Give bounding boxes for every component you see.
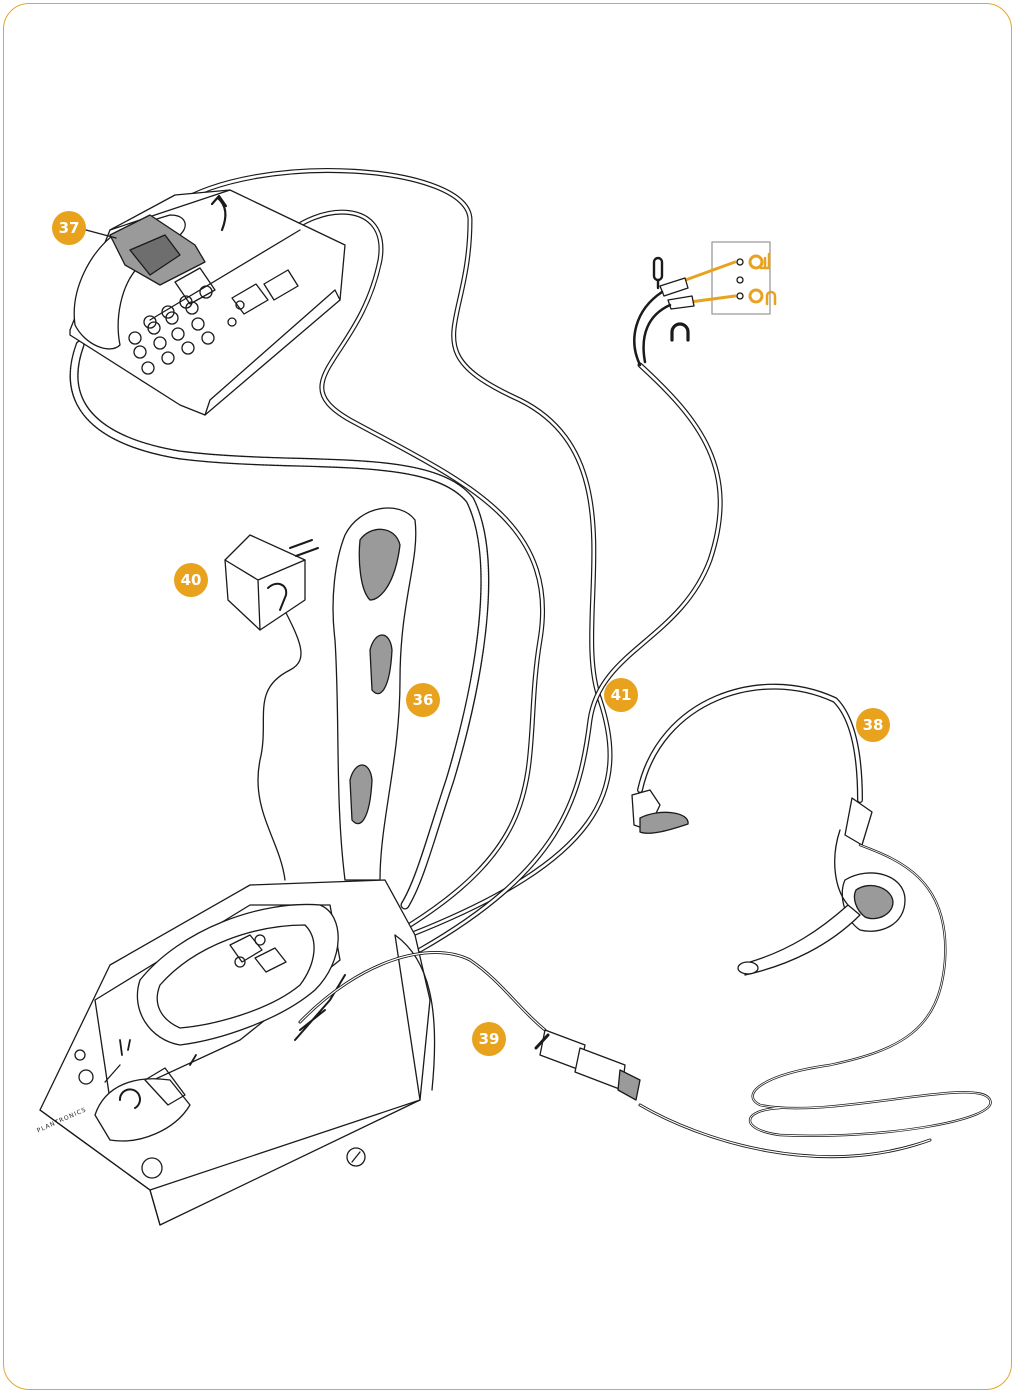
callout-37-leader bbox=[85, 229, 117, 239]
computer-plug-cable bbox=[633, 256, 737, 367]
headphone-icon bbox=[670, 322, 690, 342]
adapter-cable bbox=[257, 604, 302, 881]
quick-disconnect bbox=[534, 1029, 641, 1101]
callout-41: 41 bbox=[604, 678, 638, 712]
keypad bbox=[128, 285, 245, 375]
callout-36: 36 bbox=[406, 683, 440, 717]
computer-jack-panel bbox=[711, 241, 777, 315]
cable-phone-to-base bbox=[172, 168, 613, 938]
headset-cradle bbox=[332, 507, 417, 881]
headset-boom bbox=[744, 904, 861, 976]
headset-t-bar bbox=[639, 811, 689, 834]
cable-computer-to-base bbox=[417, 362, 723, 953]
coiled-cord bbox=[69, 340, 490, 910]
cable-phone-loop bbox=[277, 209, 545, 928]
callout-40: 40 bbox=[174, 563, 208, 597]
callout-39: 39 bbox=[472, 1022, 506, 1056]
callout-37: 37 bbox=[52, 211, 86, 245]
microphone-icon bbox=[652, 256, 664, 290]
base-controls bbox=[74, 1039, 366, 1179]
base-unit bbox=[39, 879, 436, 1226]
headset bbox=[631, 683, 992, 1137]
desk-telephone bbox=[69, 189, 346, 416]
arrow-up-icon bbox=[210, 194, 228, 232]
headset-in-base bbox=[136, 903, 339, 1046]
callout-38: 38 bbox=[856, 708, 890, 742]
ac-adapter bbox=[224, 534, 319, 631]
page-frame bbox=[3, 3, 1012, 1390]
headset-cable bbox=[298, 951, 932, 1159]
